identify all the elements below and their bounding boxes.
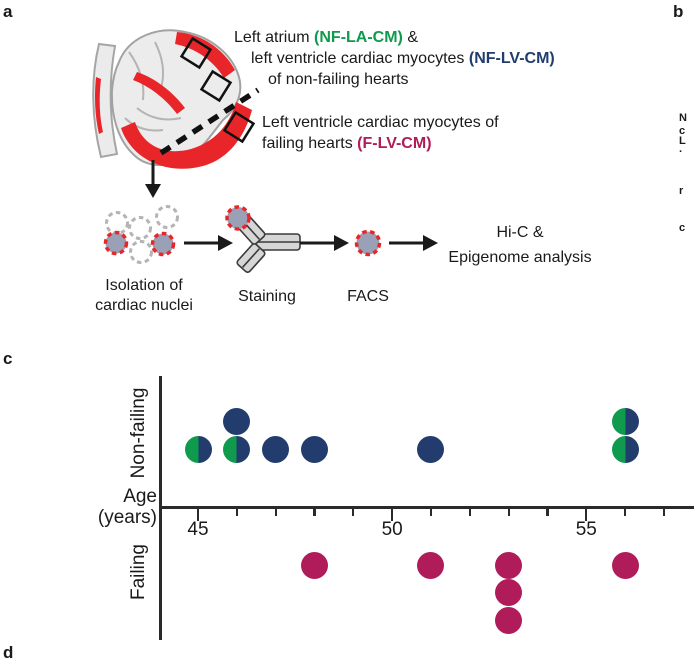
x-tick: [507, 507, 510, 516]
sampling-square-ventricle-f: [222, 110, 256, 144]
nf-lv-cm-tag: (NF-LV-CM): [468, 50, 555, 67]
x-axis-title-line2: (years): [97, 507, 157, 528]
x-tick: [391, 507, 394, 521]
sampling-square-ventricle-nf: [199, 69, 233, 103]
clipped-glyph: L: [679, 135, 686, 147]
x-tick: [352, 507, 355, 516]
nonfailing-line1-pre: Left atrium: [234, 29, 315, 46]
dissection-dashed-line: [159, 87, 260, 156]
sampling-squares: [179, 36, 256, 144]
analysis-result-label: Hi-C & Epigenome analysis: [420, 220, 620, 270]
result-line1: Hi-C &: [496, 224, 544, 241]
group-label-failing: Failing: [128, 544, 149, 600]
clipped-glyph: r: [679, 185, 684, 197]
data-point: [495, 606, 523, 634]
data-point: [611, 551, 639, 579]
x-tick: [274, 507, 277, 516]
clipped-glyph: c: [679, 125, 686, 137]
panel-d-label: d: [3, 643, 14, 662]
data-point: [223, 408, 251, 435]
nonfailing-line1-post: &: [402, 29, 419, 46]
x-tick-label: 45: [187, 519, 209, 540]
data-point: [223, 435, 251, 463]
right-arrow-icon: [184, 235, 233, 251]
nonfailing-line3: of non-failing hearts: [268, 71, 409, 88]
x-tick: [313, 507, 316, 516]
right-arrow-icon: [389, 235, 438, 251]
right-arrow-icon: [300, 235, 349, 251]
group-label-nonfailing: Non-failing: [128, 387, 149, 479]
step-isolation-label: Isolation of cardiac nuclei: [88, 276, 200, 316]
inner-red-band: [133, 72, 185, 114]
clipped-glyph: ·: [679, 146, 683, 158]
x-tick: [468, 507, 471, 516]
data-point: [184, 435, 212, 463]
x-tick-label: 55: [575, 519, 597, 540]
x-tick: [429, 507, 433, 516]
empty-nuclei: [105, 205, 179, 264]
cm-nuclei: [103, 230, 176, 257]
step-isolation-line1: Isolation of: [105, 277, 183, 294]
clipped-glyph: N: [679, 112, 687, 124]
step-facs-label: FACS: [347, 288, 389, 305]
nonfailing-line2-pre: left ventricle cardiac myocytes: [251, 50, 469, 67]
x-tick: [235, 507, 238, 516]
failing-line2-pre: failing hearts: [262, 135, 358, 152]
step-staining-label: Staining: [238, 288, 296, 305]
failing-line2: failing hearts (F-LV-CM): [262, 133, 499, 154]
data-point: [417, 435, 445, 463]
f-lv-cm-tag: (F-LV-CM): [357, 135, 432, 152]
data-point: [417, 551, 445, 579]
data-point: [495, 551, 523, 579]
data-point: [611, 435, 639, 463]
x-tick: [546, 507, 549, 516]
x-axis-line: [159, 506, 694, 509]
stained-nucleus-icon: [225, 205, 251, 231]
x-tick: [196, 507, 200, 521]
panel-a-label: a: [3, 2, 13, 21]
x-tick-label: 50: [381, 519, 403, 540]
nf-la-cm-tag: (NF-LA-CM): [314, 29, 403, 46]
data-point: [300, 435, 328, 463]
x-tick: [585, 507, 588, 521]
x-tick: [662, 507, 666, 516]
data-point: [611, 408, 639, 435]
panel-c-label: c: [3, 349, 13, 368]
sorted-nucleus-icon: [354, 229, 382, 257]
antibody-lower-arm: [236, 243, 266, 273]
antibody-icon: [225, 205, 301, 273]
nonfailing-line1: Left atrium (NF-LA-CM) &: [234, 27, 555, 48]
data-point: [300, 551, 328, 579]
heart-interior-lines: [124, 41, 182, 132]
nonfailing-line2: left ventricle cardiac myocytes (NF-LV-C…: [234, 48, 555, 69]
data-point: [495, 579, 523, 606]
vessel-red-edge: [95, 77, 103, 134]
clipped-glyph: c: [679, 222, 686, 234]
nonfailing-annotation: Left atrium (NF-LA-CM) & left ventricle …: [234, 27, 555, 90]
failing-line1: Left ventricle cardiac myocytes of: [262, 114, 499, 131]
down-arrow-icon: [145, 160, 161, 198]
ventricle-red-band: [121, 102, 252, 169]
step-isolation-line2: cardiac nuclei: [95, 297, 193, 314]
x-axis-title: Age (years): [58, 486, 157, 528]
heart-diagram: [92, 29, 260, 169]
nuclei-cluster-icon: [103, 205, 179, 264]
data-point: [262, 435, 290, 463]
sampling-square-atrium: [179, 36, 213, 70]
x-tick: [624, 507, 627, 516]
result-line2: Epigenome analysis: [448, 249, 592, 266]
panel-b-label: b: [673, 2, 684, 21]
x-axis-title-line1: Age: [123, 486, 157, 507]
failing-annotation: Left ventricle cardiac myocytes of faili…: [262, 112, 499, 154]
